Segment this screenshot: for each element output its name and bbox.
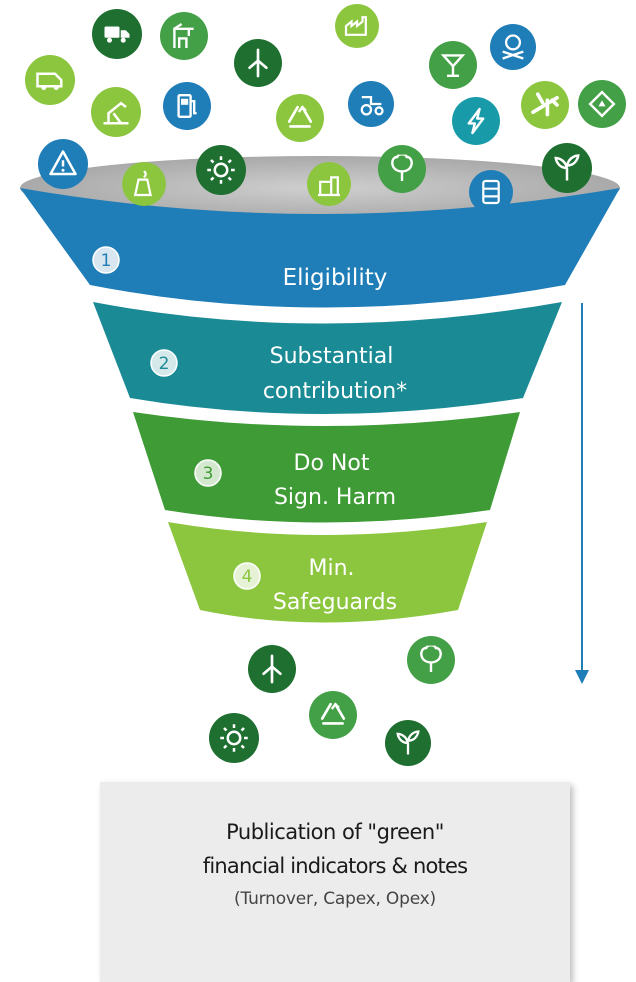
stage-label-4: Min. Safeguards: [273, 556, 397, 615]
stage-label-1: Eligibility: [283, 265, 388, 291]
delivery-van-icon: [25, 55, 75, 105]
svg-text:2: 2: [159, 354, 170, 374]
oil-barrel-icon: [469, 170, 513, 214]
stage-number-1: 1: [92, 246, 120, 274]
stage-number-2: 2: [150, 349, 178, 377]
sprout-icon: [542, 143, 592, 193]
stage-band-3: [133, 412, 520, 523]
sun-icon: [209, 713, 259, 763]
hazard-warning-icon: [38, 139, 88, 189]
svg-text:1: 1: [101, 251, 112, 271]
factory-icon: [335, 4, 379, 48]
stage-band-2: [93, 302, 562, 414]
stage-number-4: 4: [233, 562, 261, 590]
svg-text:3: 3: [203, 464, 214, 484]
output-title-line-2: financial indicators & notes: [202, 854, 468, 878]
tree-icon: [378, 145, 426, 193]
output-box: Publication of "green" financial indicat…: [100, 782, 570, 982]
output-subtitle: (Turnover, Capex, Opex): [234, 889, 436, 909]
stage-band-1: [20, 188, 620, 308]
wind-turbine-icon: [248, 645, 296, 693]
chemical-icon: [578, 80, 626, 128]
tree-icon: [407, 636, 455, 684]
output-title-line-1: Publication of "green": [226, 820, 444, 844]
nuclear-plant-icon: [122, 162, 166, 206]
airplane-icon: [521, 81, 569, 129]
oil-pump-icon: [91, 87, 141, 137]
stage-band-4: [168, 522, 487, 623]
sun-icon: [196, 145, 246, 195]
skull-icon: [490, 24, 536, 70]
recycle-icon: [309, 691, 357, 739]
output-green-icons: [209, 636, 455, 766]
stage-label-2: Substantial contribution*: [263, 344, 407, 404]
lightning-icon: [452, 97, 500, 145]
sprout-icon: [385, 720, 431, 766]
stage-number-3: 3: [194, 459, 222, 487]
tractor-icon: [348, 81, 394, 127]
process-arrow: [575, 303, 589, 684]
truck-icon: [92, 9, 142, 59]
input-activity-icons: [25, 4, 626, 214]
stage-label-3: Do Not Sign. Harm: [274, 451, 396, 510]
crane-icon: [160, 12, 208, 60]
cocktail-glass-icon: [429, 41, 477, 89]
svg-text:4: 4: [242, 567, 253, 587]
building-icon: [307, 162, 351, 206]
fuel-pump-icon: [163, 82, 211, 130]
recycle-icon: [276, 94, 324, 142]
wind-turbine-icon: [234, 39, 282, 87]
